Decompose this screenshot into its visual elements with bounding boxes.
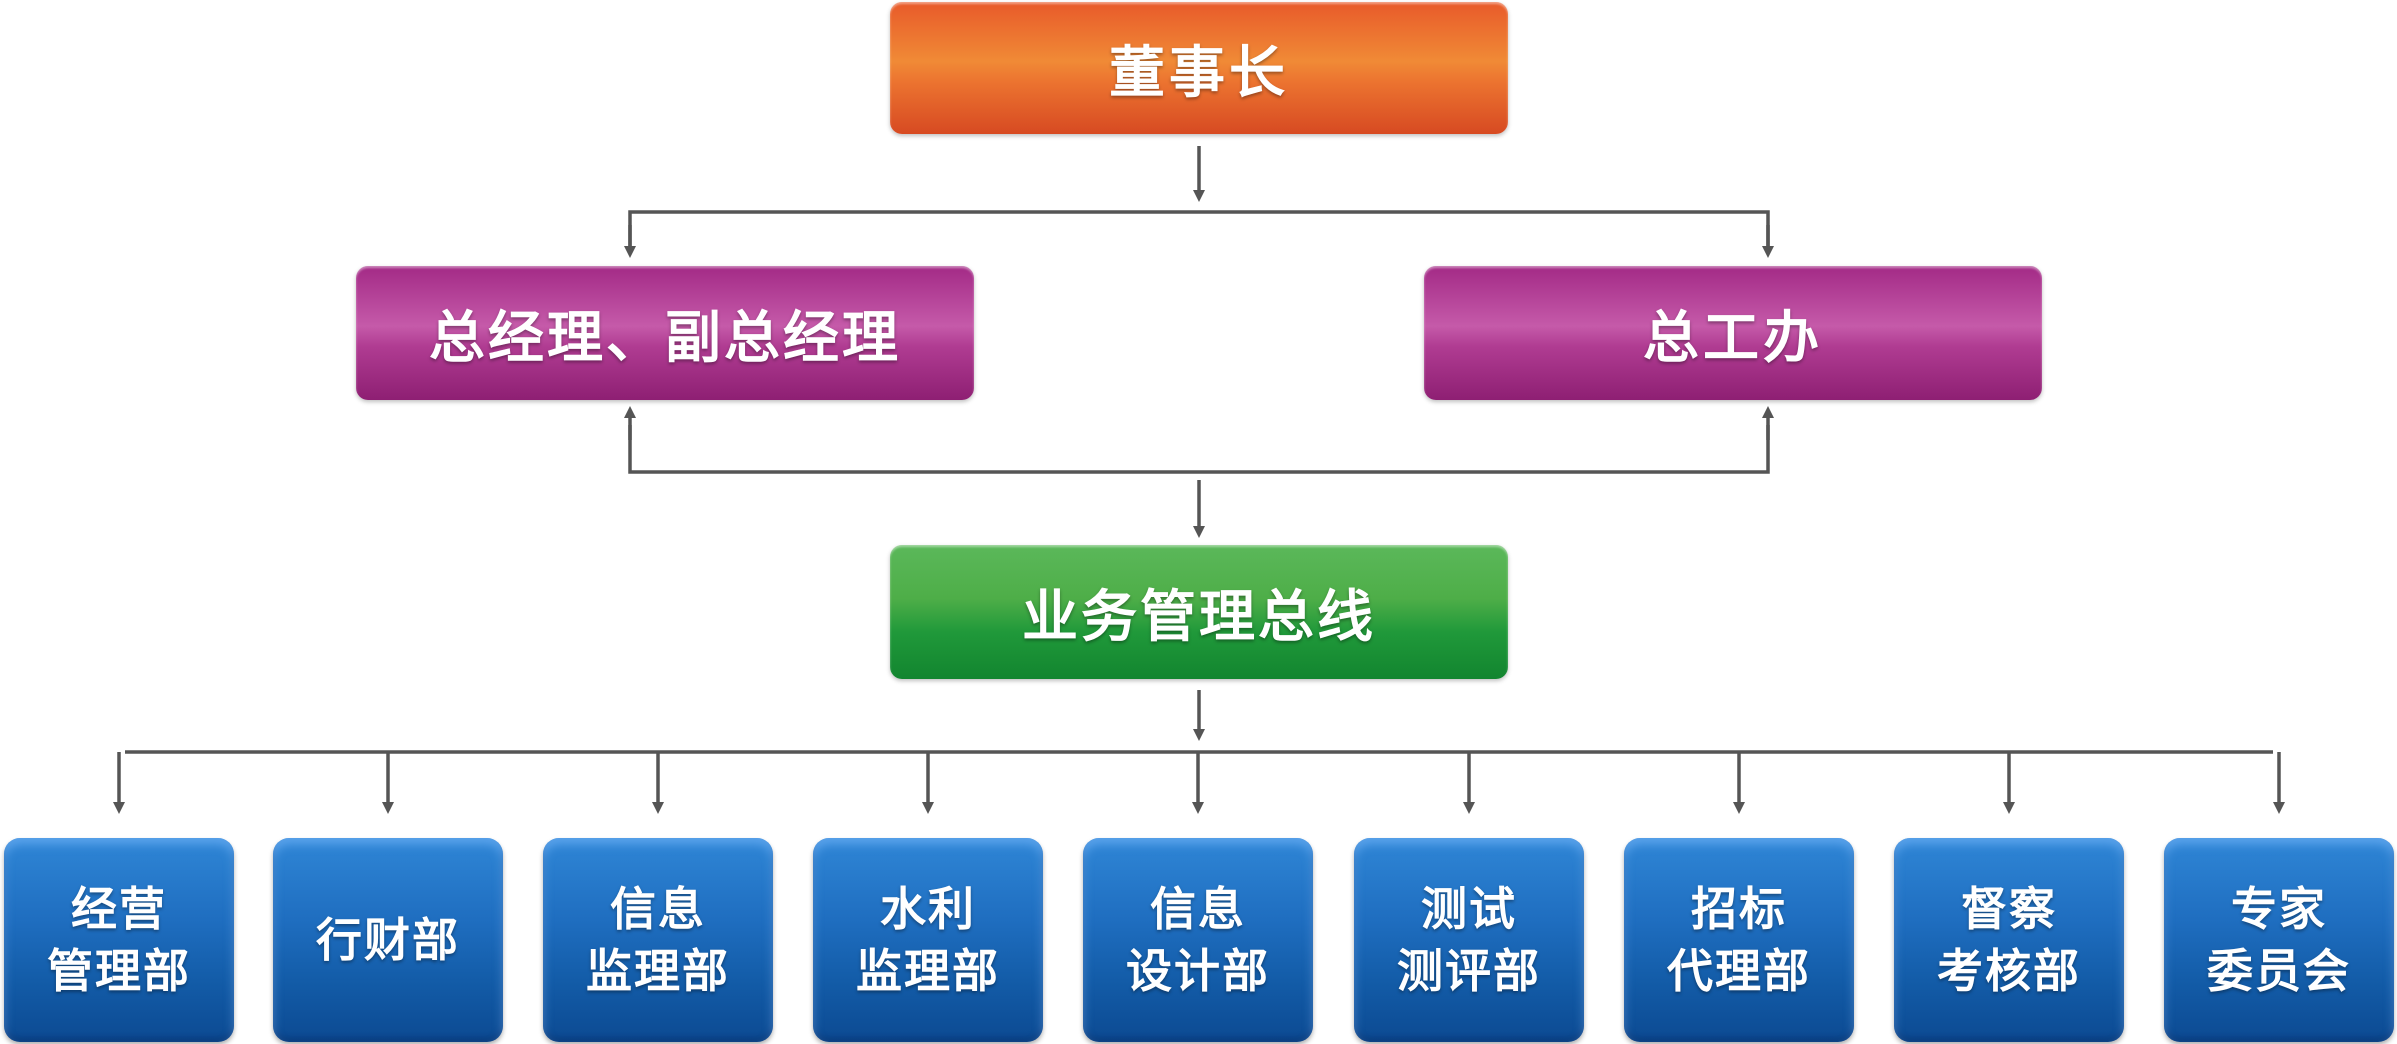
department-label: 行财部 xyxy=(316,913,460,967)
department-label: 招标 代理部 xyxy=(1667,882,1811,998)
department-label: 信息 监理部 xyxy=(586,882,730,998)
management-return-line xyxy=(628,425,1770,474)
department-box: 测试 测评部 xyxy=(1354,838,1584,1042)
department-box: 经营 管理部 xyxy=(4,838,234,1042)
department-box: 督察 考核部 xyxy=(1894,838,2124,1042)
general-manager-box: 总经理、副总经理 xyxy=(356,266,974,400)
department-box: 专家 委员会 xyxy=(2164,838,2394,1042)
chairman-label: 董事长 xyxy=(1109,40,1289,106)
department-label: 经营 管理部 xyxy=(47,882,191,998)
department-box: 信息 设计部 xyxy=(1083,838,1313,1042)
business-bus-label: 业务管理总线 xyxy=(1022,584,1376,650)
department-box: 行财部 xyxy=(273,838,503,1042)
management-split-line xyxy=(628,210,1770,252)
department-label: 督察 考核部 xyxy=(1937,882,2081,998)
chief-engineer-office-label: 总工办 xyxy=(1643,305,1823,371)
general-manager-label: 总经理、副总经理 xyxy=(429,305,901,371)
chief-engineer-office-box: 总工办 xyxy=(1424,266,2042,400)
department-label: 信息 设计部 xyxy=(1126,882,1270,998)
department-label: 测试 测评部 xyxy=(1397,882,1541,998)
department-box: 招标 代理部 xyxy=(1624,838,1854,1042)
department-box: 信息 监理部 xyxy=(543,838,773,1042)
department-label: 专家 委员会 xyxy=(2207,882,2351,998)
business-bus-box: 业务管理总线 xyxy=(890,545,1508,679)
department-label: 水利 监理部 xyxy=(856,882,1000,998)
chairman-box: 董事长 xyxy=(890,2,1508,134)
department-box: 水利 监理部 xyxy=(813,838,1043,1042)
